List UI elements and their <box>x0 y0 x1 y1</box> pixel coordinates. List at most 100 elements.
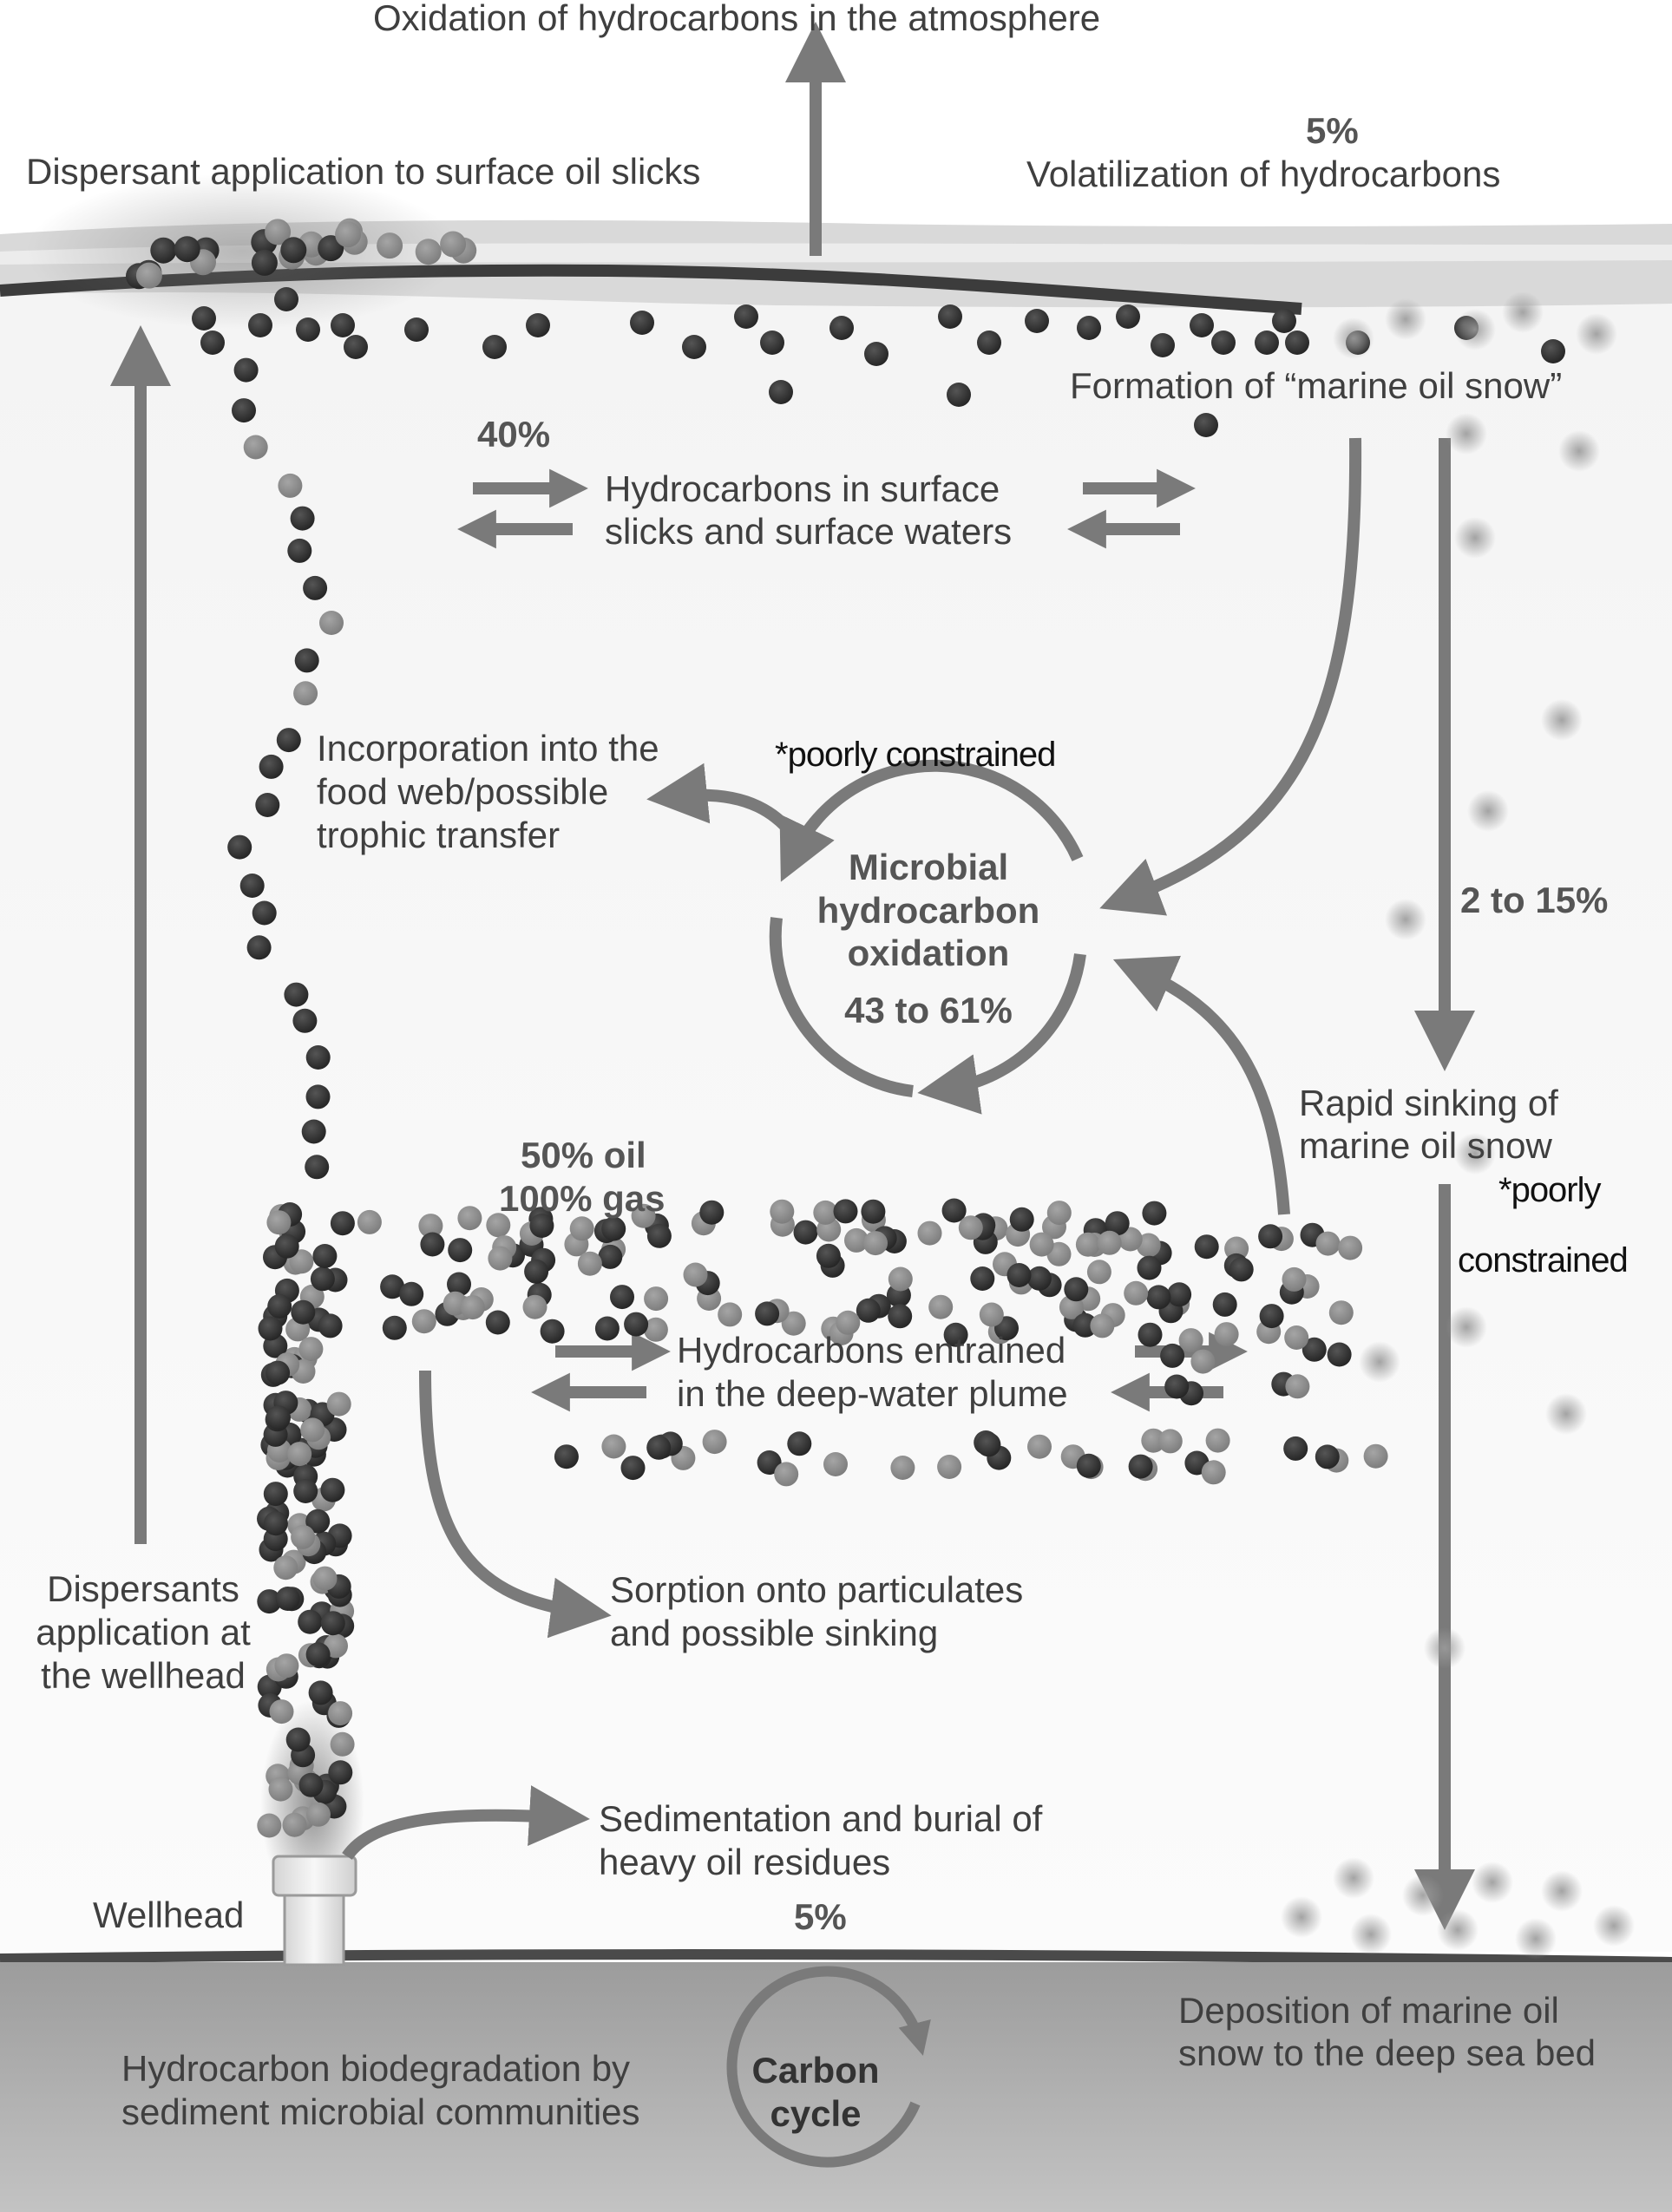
droplet-icon <box>318 1313 343 1338</box>
droplet-icon <box>1229 1257 1254 1282</box>
droplet-icon <box>781 1311 806 1336</box>
arrow-sorption <box>419 1370 612 1639</box>
droplet-icon <box>1201 1460 1226 1485</box>
droplet-icon <box>251 249 278 276</box>
droplet-icon <box>970 1266 995 1291</box>
droplet-icon <box>1446 1306 1487 1348</box>
poorly-constrained-note-right-1: *poorly <box>1498 1171 1602 1209</box>
droplet-icon <box>306 1802 331 1827</box>
droplet-icon <box>1437 1909 1479 1951</box>
droplet-icon <box>233 357 259 383</box>
droplet-icon <box>246 935 272 960</box>
droplet-icon <box>265 219 292 245</box>
droplet-icon <box>1541 699 1583 741</box>
droplet-icon <box>928 1294 954 1319</box>
droplet-icon <box>770 1199 795 1224</box>
droplet-icon <box>683 1262 708 1287</box>
sinking-percent: 2 to 15% <box>1460 880 1609 920</box>
droplet-icon <box>305 1084 331 1109</box>
droplet-icon <box>320 1477 345 1502</box>
droplet-icon <box>943 1322 968 1347</box>
droplet-icon <box>1515 1918 1557 1960</box>
droplet-icon <box>303 575 328 600</box>
droplet-icon <box>380 1274 405 1299</box>
droplet-icon <box>1027 1434 1052 1459</box>
marine-oil-snow-label: Formation of “marine oil snow” <box>1070 365 1563 406</box>
carbon-cycle-line2: cycle <box>770 2093 862 2134</box>
surface-percent: 40% <box>477 414 551 455</box>
droplet-icon <box>760 330 784 355</box>
surface-hydrocarbons-line1: Hydrocarbons in surface <box>605 468 1000 509</box>
droplet-icon <box>298 1609 323 1634</box>
droplet-icon <box>526 313 550 337</box>
droplet-icon <box>529 1214 554 1238</box>
droplet-icon <box>486 1213 511 1238</box>
droplet-icon <box>312 1566 338 1591</box>
droplet-icon <box>1190 1349 1216 1374</box>
dispersants-wellhead-line3: the wellhead <box>41 1655 246 1696</box>
droplet-icon <box>1076 1453 1101 1478</box>
droplet-icon <box>1090 1313 1115 1338</box>
droplet-icon <box>1284 1325 1309 1350</box>
droplet-icon <box>1211 330 1236 355</box>
arrow-snow-to-microbial <box>1099 437 1362 916</box>
droplet-icon <box>1151 333 1175 357</box>
droplet-icon <box>326 1391 351 1417</box>
droplet-icon <box>1116 304 1140 329</box>
droplet-icon <box>305 1642 331 1667</box>
droplet-icon <box>540 1319 565 1344</box>
droplet-icon <box>232 398 256 423</box>
droplet-icon <box>718 1302 743 1327</box>
droplet-icon <box>787 1431 812 1456</box>
droplet-icon <box>227 834 252 860</box>
sea-floor <box>0 1962 1672 2212</box>
droplet-icon <box>1545 1393 1587 1435</box>
droplet-icon <box>263 1511 288 1536</box>
droplet-icon <box>284 982 309 1007</box>
droplet-icon <box>937 1455 962 1479</box>
droplet-icon <box>890 1456 915 1480</box>
droplet-icon <box>257 1589 282 1614</box>
droplet-icon <box>291 1524 316 1549</box>
plume-line2: in the deep-water plume <box>677 1373 1068 1414</box>
droplet-icon <box>1385 899 1426 940</box>
droplet-icon <box>1006 1263 1032 1287</box>
droplet-icon <box>977 330 1001 355</box>
biodegradation-line1: Hydrocarbon biodegradation by <box>121 2048 631 2089</box>
droplet-icon <box>266 1210 292 1235</box>
droplet-icon <box>292 1008 318 1033</box>
plume-line1: Hydrocarbons entrained <box>677 1330 1066 1371</box>
droplet-icon <box>1160 1343 1185 1368</box>
droplet-icon <box>330 1211 355 1236</box>
dispersants-wellhead-line1: Dispersants <box>47 1568 239 1609</box>
droplet-icon <box>263 1482 288 1507</box>
droplet-icon <box>554 1444 579 1469</box>
droplet-icon <box>298 1337 324 1362</box>
droplet-icon <box>335 221 362 248</box>
arrows <box>110 22 1475 1930</box>
droplet-icon <box>522 1294 547 1319</box>
droplet-icon <box>1194 413 1218 437</box>
droplet-icon <box>135 262 162 289</box>
droplet-icon <box>200 330 225 355</box>
volatilization-percent: 5% <box>1306 110 1359 151</box>
droplet-icon <box>243 435 268 460</box>
droplet-icon <box>1255 330 1279 355</box>
droplet-icon <box>1446 413 1487 455</box>
droplet-icon <box>1258 1224 1283 1249</box>
droplet-icon <box>577 1251 602 1276</box>
droplet-icon <box>267 1293 292 1319</box>
droplet-icon <box>331 313 355 337</box>
droplet-icon <box>293 1479 318 1503</box>
droplet-icon <box>273 1555 298 1580</box>
droplet-icon <box>298 1772 324 1797</box>
droplet-icon <box>248 313 272 337</box>
droplet-icon <box>305 1045 331 1070</box>
sea-floor-line <box>0 1949 1672 1967</box>
droplet-icon <box>301 1119 326 1144</box>
droplet-icon <box>594 1316 620 1341</box>
droplet-icon <box>192 306 216 330</box>
droplet-icon <box>1454 1133 1496 1175</box>
droplet-icon <box>1086 1260 1111 1285</box>
droplet-icon <box>598 1244 623 1269</box>
